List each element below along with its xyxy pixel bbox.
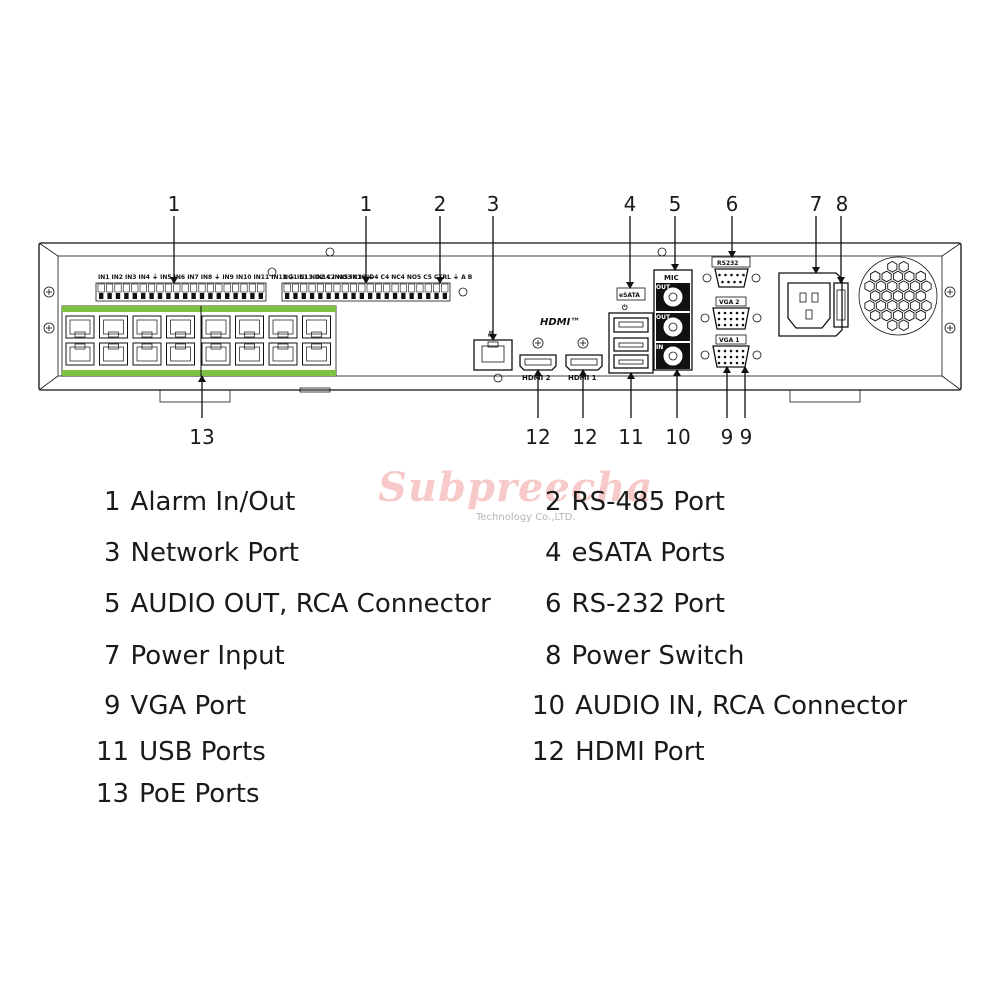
audio-out-port-upper[interactable]	[662, 286, 684, 308]
callout-1-left: 1	[168, 192, 181, 216]
mic-label: MIC	[664, 274, 679, 282]
svg-text:VGA 1: VGA 1	[719, 337, 739, 344]
poe-port[interactable]	[268, 342, 298, 366]
hdmi2-label: HDMI 2	[522, 374, 551, 382]
callout-12-hdmi2: 12	[525, 425, 550, 449]
esata-port[interactable]	[613, 317, 649, 333]
power-switch[interactable]	[833, 282, 849, 328]
poe-port[interactable]	[235, 315, 264, 339]
callout-12-hdmi1: 12	[572, 425, 597, 449]
poe-port[interactable]	[302, 342, 331, 366]
chassis	[38, 242, 962, 403]
vga-port-1[interactable]: VGA 1	[700, 334, 762, 368]
poe-port[interactable]	[65, 342, 95, 366]
poe-port[interactable]	[235, 342, 264, 366]
screw-icon	[43, 286, 55, 298]
poe-port[interactable]	[166, 342, 195, 366]
poe-port[interactable]	[132, 342, 162, 366]
esata-label: eSATA	[619, 292, 640, 299]
callout-9-vga2: 9	[740, 425, 753, 449]
poe-port[interactable]	[201, 315, 231, 339]
hdmi-port-2[interactable]: HDMI 2	[519, 337, 557, 382]
callout-lines	[170, 216, 845, 418]
hdmi1-label: HDMI 1	[568, 374, 597, 382]
rear-panel-diagram: IN1 IN2 IN3 IN4 ⏚ IN5 IN6 IN7 IN8 ⏚ IN9 …	[38, 192, 962, 449]
vga-port-2[interactable]: VGA 2	[700, 296, 762, 330]
callout-8: 8	[836, 192, 849, 216]
power-input[interactable]	[778, 272, 843, 337]
callout-11: 11	[618, 425, 643, 449]
poe-port[interactable]	[166, 315, 195, 339]
fan-icon	[858, 256, 938, 336]
callout-9-vga1: 9	[721, 425, 734, 449]
watermark-brand: Subpreecha	[378, 464, 654, 511]
poe-ports	[61, 305, 337, 377]
poe-port[interactable]	[99, 342, 128, 366]
poe-port[interactable]	[302, 315, 331, 339]
svg-text:RS232: RS232	[717, 260, 738, 267]
hdmi-logo: HDMI™	[540, 317, 580, 328]
watermark: Subpreecha Technology Co.,LTD.	[378, 464, 652, 534]
callout-4: 4	[624, 192, 637, 216]
svg-text:VGA 2: VGA 2	[719, 299, 739, 306]
hdmi-port-1[interactable]: HDMI 1	[565, 337, 603, 382]
audio-out-port-lower[interactable]	[662, 316, 684, 338]
callout-2: 2	[434, 192, 447, 216]
callout-6: 6	[726, 192, 739, 216]
callout-1-right: 1	[360, 192, 373, 216]
rs232-port[interactable]: RS232	[702, 256, 761, 288]
screw-icon	[944, 286, 956, 298]
alarm-terminal-block-left: IN1 IN2 IN3 IN4 ⏚ IN5 IN6 IN7 IN8 ⏚ IN9 …	[95, 274, 374, 302]
svg-text:OUT: OUT	[656, 284, 671, 291]
svg-text:NO1 C1 NO2 C2 NO3 C3 NO4 C4 NC: NO1 C1 NO2 C2 NO3 C3 NO4 C4 NC4 NO5 C5 C…	[283, 274, 473, 281]
poe-port[interactable]	[99, 315, 128, 339]
callout-3: 3	[487, 192, 500, 216]
usb-symbol-icon: ⏻	[622, 304, 628, 312]
callout-7: 7	[810, 192, 823, 216]
svg-text:IN1 IN2 IN3 IN4 ⏚ IN5 IN6 IN7: IN1 IN2 IN3 IN4 ⏚ IN5 IN6 IN7 IN8 ⏚ IN9 …	[98, 274, 374, 281]
poe-port[interactable]	[132, 315, 162, 339]
usb-port-upper[interactable]	[613, 337, 649, 352]
audio-block: MIC OUT OUT IN	[653, 269, 693, 371]
poe-port[interactable]	[65, 315, 95, 339]
esata-usb-block: eSATA ⏻	[608, 287, 654, 374]
callout-10: 10	[665, 425, 690, 449]
watermark-sub: Technology Co.,LTD.	[476, 512, 576, 523]
screw-icon	[43, 322, 55, 334]
svg-text:IN: IN	[656, 344, 663, 351]
audio-in-port[interactable]	[662, 345, 684, 367]
svg-text:OUT: OUT	[656, 314, 671, 321]
poe-port[interactable]	[268, 315, 298, 339]
callout-numbers: 1 1 2 3 4 5 6 7 8 13 12 12 11 10 9 9	[168, 192, 849, 449]
usb-port-lower[interactable]	[613, 354, 649, 369]
alarm-terminal-block-right: NO1 C1 NO2 C2 NO3 C3 NO4 C4 NC4 NO5 C5 C…	[281, 274, 473, 302]
callout-13: 13	[189, 425, 214, 449]
callout-5: 5	[669, 192, 682, 216]
poe-port[interactable]	[201, 342, 231, 366]
screw-icon	[944, 322, 956, 334]
